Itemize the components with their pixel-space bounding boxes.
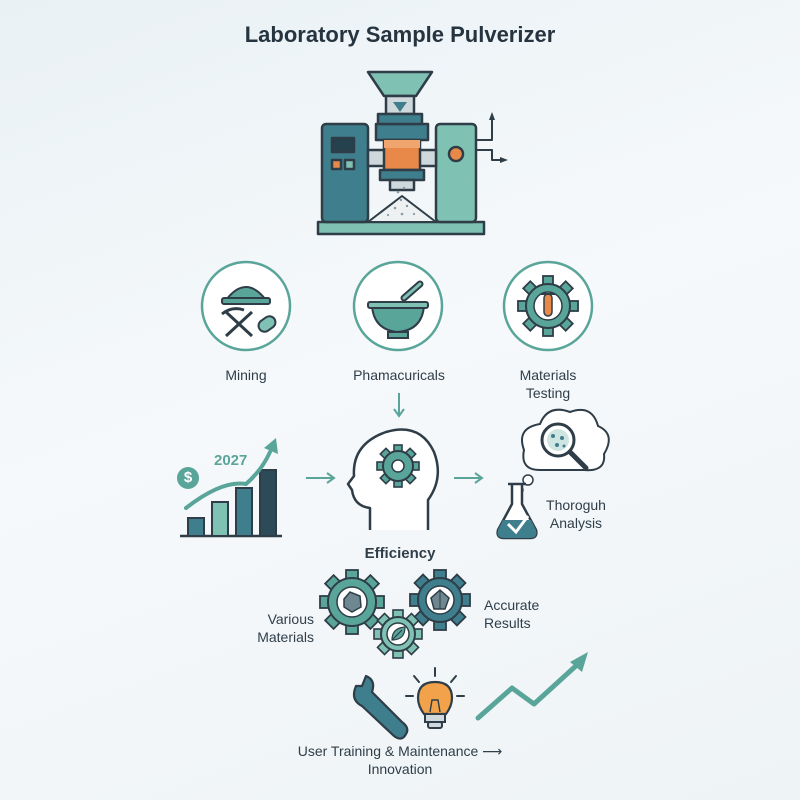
growth-chart-icon <box>177 438 282 538</box>
accurate-results-label: Accurate Results <box>484 596 584 632</box>
various-materials-line: Various <box>267 611 314 627</box>
gear-icon <box>319 569 385 635</box>
accurate-results-line: Results <box>484 615 531 631</box>
materials-testing-icon <box>502 260 594 352</box>
application-label-materials-testing: Materials Testing <box>498 366 598 402</box>
lightbulb-icon <box>405 667 465 729</box>
head-gear-icon <box>346 428 440 530</box>
application-label-line: Testing <box>525 385 571 401</box>
leaf-gear-icon <box>373 609 423 659</box>
efficiency-title: Efficiency <box>364 545 436 562</box>
flask-icon <box>496 482 538 540</box>
footer-training-text: User Training & Maintenance <box>297 743 479 759</box>
application-label-line: Materials <box>519 367 577 383</box>
gear-icon <box>409 569 471 631</box>
wrench-icon <box>352 674 409 740</box>
dollar-icon: $ <box>183 469 193 486</box>
trend-arrow-icon <box>475 652 588 721</box>
application-label-mining: Mining <box>225 367 267 383</box>
accurate-results-line: Accurate <box>484 597 540 613</box>
various-materials-line: Materials <box>257 629 314 645</box>
analysis-label-line: Thoroguh <box>546 497 606 513</box>
analysis-label: Thoroguh Analysis <box>536 496 616 532</box>
mining-icon <box>200 260 292 352</box>
footer-line-1: User Training & Maintenance ⟶ <box>240 742 560 760</box>
analysis-label-line: Analysis <box>549 515 603 531</box>
various-materials-label: Various Materials <box>226 610 314 646</box>
arrow-right-icon: ⟶ <box>482 743 503 759</box>
page-title: Laboratory Sample Pulverizer <box>244 22 556 47</box>
pulverizer-machine-icon <box>316 70 508 236</box>
footer-caption: User Training & Maintenance ⟶ Innovation <box>240 742 560 778</box>
footer-line-2: Innovation <box>367 761 433 777</box>
magnifier-cloud-icon <box>516 408 610 494</box>
growth-year-label: 2027 <box>214 452 248 469</box>
mortar-pestle-icon <box>352 260 444 352</box>
flow-arrow <box>306 393 484 484</box>
application-label-pharmaceuticals: Phamacuricals <box>353 367 445 383</box>
